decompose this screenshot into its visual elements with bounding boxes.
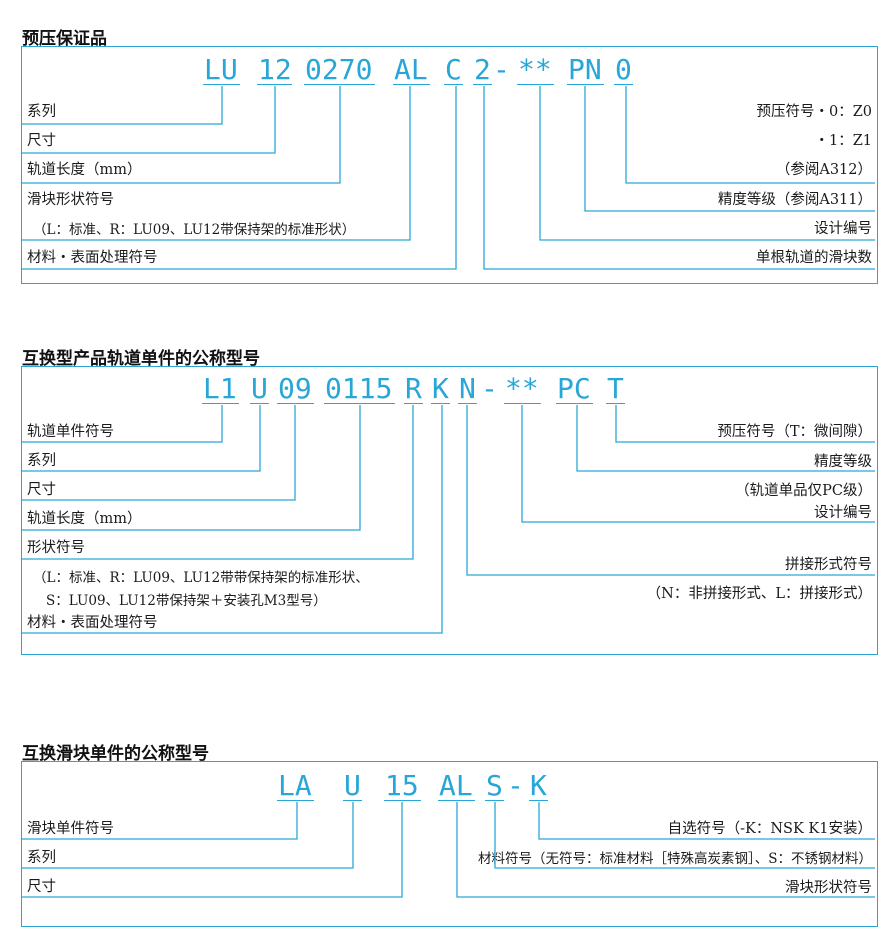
code-material: K [432, 372, 449, 405]
code-dash: - [493, 53, 510, 86]
code-slider-count: 2 [474, 53, 491, 86]
s2-label-preload: 预压符号（T：微间隙） [717, 424, 872, 440]
code-accuracy: PN [568, 53, 602, 86]
code-material: S [486, 769, 503, 802]
s2-label-joint-note: （N：非拼接形式、L：拼接形式） [646, 586, 872, 602]
s1-label-preload-z1: ・1：Z1 [814, 133, 872, 149]
s1-label-material: 材料・表面处理符号 [27, 250, 158, 266]
s2-label-shape-note-2: S：LU09、LU12带保持架＋安装孔M3型号） [46, 593, 327, 609]
s1-label-slider-count: 单根轨道的滑块数 [756, 250, 872, 266]
s2-label-material: 材料・表面处理符号 [27, 615, 158, 631]
s3-label-slider-single: 滑块单件符号 [27, 821, 114, 837]
section3-title: 互换滑块单件的公称型号 [22, 744, 209, 764]
code-series: U [251, 372, 268, 405]
s2-label-design-number: 设计编号 [814, 505, 872, 521]
code-size: 09 [278, 372, 312, 405]
s2-label-joint: 拼接形式符号 [785, 557, 872, 573]
code-accuracy: PC [557, 372, 591, 405]
section2-title: 互换型产品轨道单件的公称型号 [22, 349, 260, 369]
section3-box [21, 761, 878, 927]
s1-label-slider-shape: 滑块形状符号 [27, 192, 114, 208]
s3-label-slider-shape: 滑块形状符号 [785, 880, 872, 896]
s1-label-accuracy: 精度等级（参阅A311） [717, 192, 872, 208]
s2-label-size: 尺寸 [27, 482, 56, 498]
s2-label-accuracy: 精度等级 [814, 454, 872, 470]
code-slider-single: LA [278, 769, 312, 802]
code-rail-single: L1 [203, 372, 237, 405]
s1-label-preload-ref: （参阅A312） [775, 162, 872, 178]
code-size: 15 [385, 769, 419, 802]
code-material: C [445, 53, 462, 86]
s2-label-series: 系列 [27, 453, 56, 469]
code-preload: T [607, 372, 624, 405]
section2-box [21, 366, 878, 655]
s2-label-accuracy-note: （轨道单品仅PC级） [735, 483, 872, 499]
s1-label-preload: 预压符号・0：Z0 [756, 104, 872, 120]
section1-title: 预压保证品 [22, 29, 107, 49]
code-design-number: ** [518, 53, 552, 86]
s1-label-series: 系列 [27, 104, 56, 120]
s2-label-shape: 形状符号 [27, 540, 85, 556]
s3-label-option: 自选符号（-K：NSK K1安装） [667, 821, 872, 837]
code-slider-shape: AL [394, 53, 428, 86]
code-shape: R [405, 372, 422, 405]
section1-box [21, 46, 878, 284]
s1-label-rail-length: 轨道长度（mm） [27, 162, 142, 178]
s1-label-size: 尺寸 [27, 133, 56, 149]
code-size: 12 [258, 53, 292, 86]
s3-label-material: 材料符号（无符号：标准材料［特殊高炭素钢］、S：不锈钢材料） [478, 851, 872, 867]
code-slider-shape: AL [439, 769, 473, 802]
code-preload: 0 [615, 53, 632, 86]
code-dash: - [481, 372, 498, 405]
s3-label-size: 尺寸 [27, 879, 56, 895]
s1-label-design-number: 设计编号 [814, 221, 872, 237]
code-design-number: ** [505, 372, 539, 405]
code-series: U [344, 769, 361, 802]
code-dash: - [507, 769, 524, 802]
code-rail-length: 0270 [305, 53, 373, 86]
s2-label-shape-note-1: （L：标准、R：LU09、LU12带带保持架的标准形状、 [33, 570, 369, 586]
code-joint: N [459, 372, 476, 405]
s2-label-rail-single: 轨道单件符号 [27, 424, 114, 440]
code-series: LU [204, 53, 238, 86]
code-rail-length: 0115 [325, 372, 393, 405]
s1-label-shape-note: （L：标准、R：LU09、LU12带保持架的标准形状） [33, 222, 356, 238]
s3-label-series: 系列 [27, 850, 56, 866]
s2-label-rail-length: 轨道长度（mm） [27, 511, 142, 527]
code-option: K [530, 769, 547, 802]
